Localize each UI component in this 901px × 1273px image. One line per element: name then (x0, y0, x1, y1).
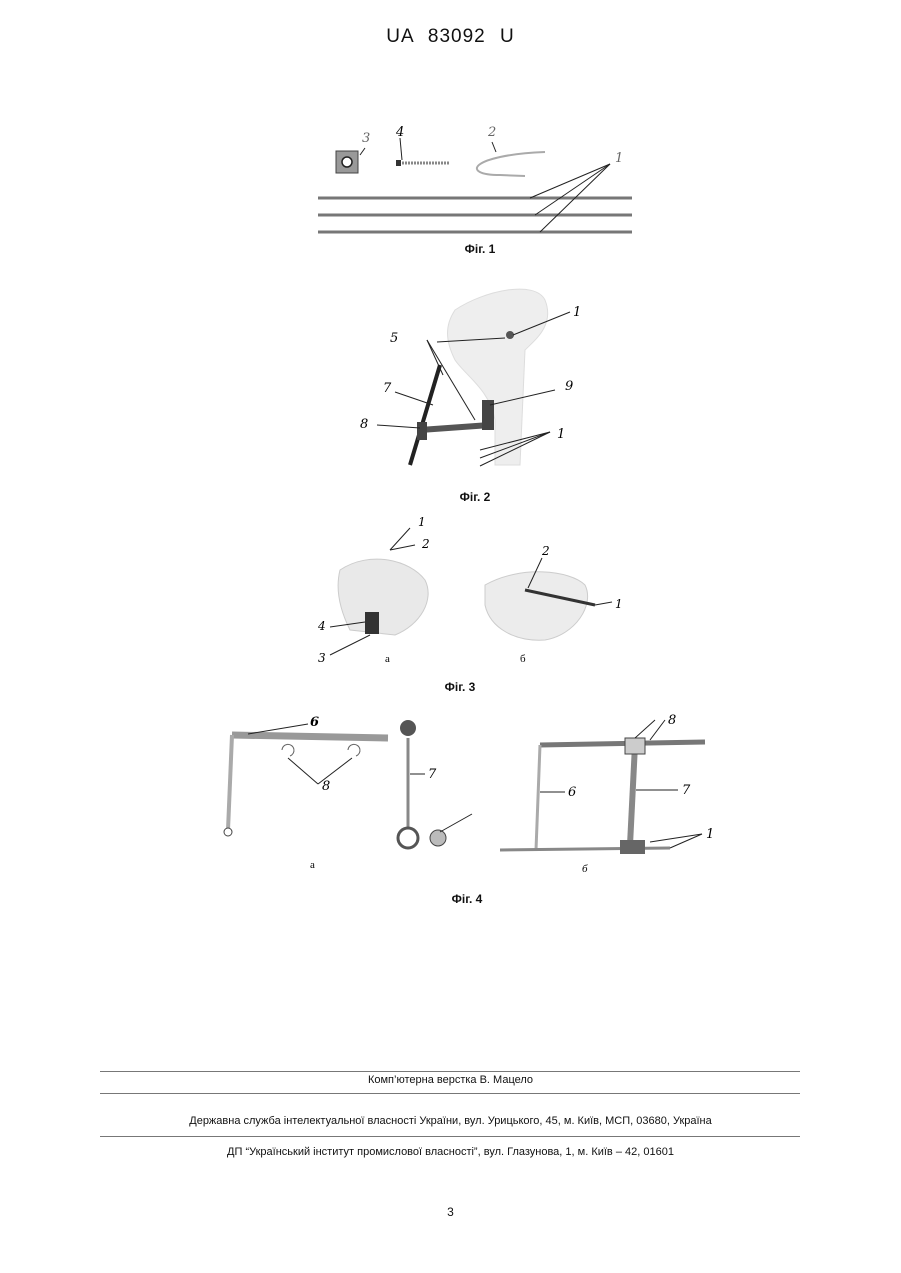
leader-line (492, 142, 496, 152)
leader-line (427, 340, 443, 375)
figure-3-drawing: 1 2 4 3 2 1 а б (310, 510, 640, 670)
fig2-label-9: 9 (565, 379, 573, 394)
fig3-sub-b: б (520, 653, 526, 665)
nut-3a (365, 612, 379, 634)
figure-1-caption: Фіг. 1 (430, 242, 530, 256)
fig4-label-7b: 7 (682, 783, 691, 798)
assembled-connector (630, 745, 635, 845)
frame-end-hole (224, 828, 232, 836)
nut-hole (342, 157, 352, 167)
fig3-label-4: 4 (317, 619, 326, 633)
clamp-8 (417, 422, 427, 440)
assembled-top-bar (540, 742, 705, 745)
fig1-label-3: 3 (362, 131, 370, 146)
leader-line (635, 720, 655, 738)
assembled-clamp-top (625, 738, 645, 754)
vertical-rod (410, 365, 440, 465)
footer-rule-1 (100, 1071, 800, 1072)
footer-agency: Державна служба інтелектуальної власност… (0, 1115, 901, 1127)
fig3-label-2b: 2 (541, 544, 550, 558)
footer-institute: ДП “Український інститут промислової вла… (0, 1146, 901, 1158)
clamp-nut (430, 830, 446, 846)
leader-line (535, 164, 610, 215)
assembled-clamp-bottom (620, 840, 645, 854)
fig1-label-1: 1 (615, 151, 623, 166)
frame-bar-horizontal (232, 735, 388, 738)
leader-line (288, 758, 318, 784)
fig1-label-2: 2 (487, 125, 496, 140)
washer-8b (348, 744, 360, 756)
fig3-sub-a: а (385, 653, 390, 665)
leader-line (400, 138, 402, 160)
fig2-label-7: 7 (383, 381, 392, 396)
footer-rule-2 (100, 1093, 800, 1094)
figure-4-drawing: 6 7 8 8 6 7 1 а б (210, 710, 730, 880)
fig4-sub-a: а (310, 859, 315, 871)
fig4-label-6a: 6 (310, 715, 319, 730)
bone-3b (485, 572, 588, 640)
fig1-label-4: 4 (395, 125, 404, 140)
patent-number: UA 83092 U (0, 26, 901, 48)
leader-line (330, 635, 370, 655)
fig4-label-8b: 8 (668, 713, 676, 728)
leader-line (650, 834, 702, 842)
fig2-label-8: 8 (360, 417, 368, 432)
fig4-sub-b: б (582, 863, 588, 875)
fig4-label-6b: 6 (568, 785, 576, 800)
figure-4-caption: Фіг. 4 (417, 892, 517, 906)
fig3-label-1: 1 (418, 515, 426, 529)
fig2-label-5: 5 (390, 331, 398, 346)
figure-2-drawing: 1 5 7 9 8 1 (355, 280, 595, 475)
connecting-rod (420, 425, 490, 430)
leader-line (395, 392, 433, 405)
fig4-label-8a: 8 (322, 779, 330, 794)
leader-line (377, 425, 420, 428)
fig2-label-1-top: 1 (573, 305, 581, 320)
footer-rule-3 (100, 1136, 800, 1137)
fig2-label-1-bottom: 1 (557, 427, 565, 442)
fig3-label-1b: 1 (615, 597, 623, 611)
figure-1-drawing: 3 4 2 1 (310, 120, 640, 240)
page-number: 3 (0, 1205, 901, 1219)
screw-head (396, 160, 401, 166)
footer-layout-credit: Комп’ютерна верстка В. Мацело (0, 1074, 901, 1086)
fig4-label-7a: 7 (428, 767, 437, 782)
fig4-label-1b: 1 (706, 827, 714, 842)
figure-2-caption: Фіг. 2 (425, 490, 525, 504)
washer-8a (282, 744, 294, 756)
fig3-label-2: 2 (421, 537, 430, 551)
leader-line (360, 148, 365, 155)
fig3-label-3: 3 (318, 651, 326, 665)
connector-top (400, 720, 416, 736)
leader-line (595, 602, 612, 605)
leader-line (440, 814, 472, 832)
frame-bar-vertical (228, 735, 232, 830)
connector-ring (398, 828, 418, 848)
assembled-vertical-bar (536, 745, 540, 850)
wire-loop (477, 152, 545, 176)
wire-entry-point (506, 331, 514, 339)
figure-3-caption: Фіг. 3 (410, 680, 510, 694)
leader-line (530, 164, 610, 198)
